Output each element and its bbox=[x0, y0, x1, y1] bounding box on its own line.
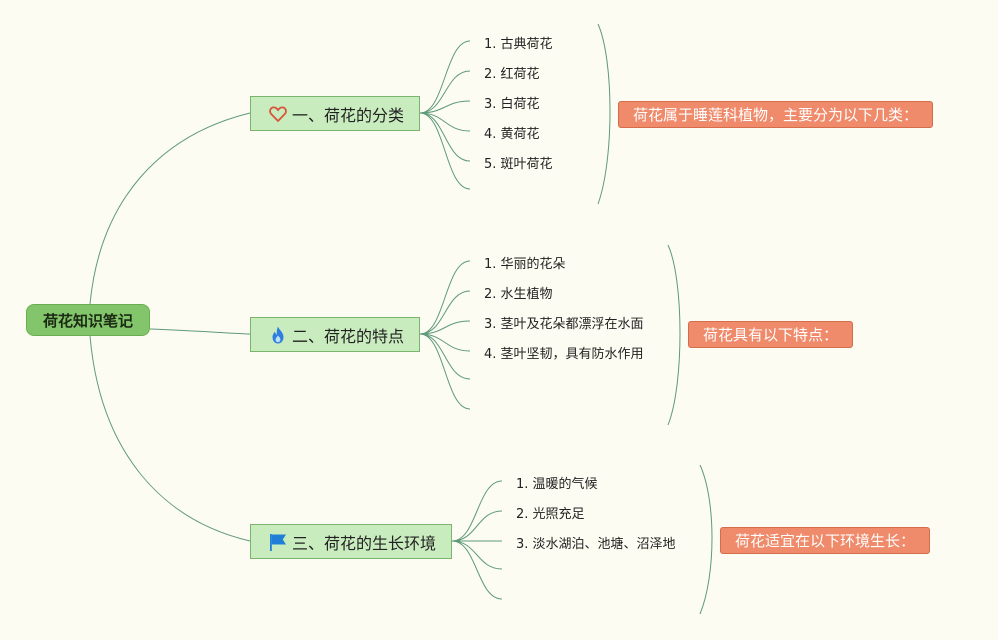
heart-icon bbox=[268, 104, 288, 124]
bracket-topic2 bbox=[667, 244, 681, 426]
topic-features[interactable]: 二、荷花的特点 bbox=[250, 317, 420, 352]
connector-t3-leaf5 bbox=[451, 540, 503, 600]
connector-t3-leaf2 bbox=[451, 510, 503, 542]
topic-environment[interactable]: 三、荷花的生长环境 bbox=[250, 524, 452, 559]
topic-label: 三、荷花的生长环境 bbox=[292, 533, 437, 553]
connector-t2-leaf3 bbox=[419, 320, 471, 335]
leaf-item[interactable]: 4. 茎叶坚韧，具有防水作用 bbox=[484, 347, 644, 362]
connector-t2-leaf6 bbox=[419, 333, 471, 410]
root-node[interactable]: 荷花知识笔记 bbox=[26, 304, 150, 336]
leaf-item[interactable]: 1. 温暖的气候 bbox=[516, 477, 598, 492]
connector-t3-leaf1 bbox=[451, 480, 503, 542]
root-label: 荷花知识笔记 bbox=[42, 311, 133, 330]
topic-classification[interactable]: 一、荷花的分类 bbox=[250, 96, 420, 131]
summary-note[interactable]: 荷花属于睡莲科植物，主要分为以下几类： bbox=[618, 101, 934, 128]
connector-t2-leaf2 bbox=[419, 290, 471, 335]
connector-t2-leaf5 bbox=[419, 333, 471, 380]
connector-root-topic2 bbox=[149, 328, 251, 335]
connector-t1-leaf3 bbox=[419, 100, 471, 114]
connector-root-topic1 bbox=[89, 112, 251, 305]
leaf-item[interactable]: 1. 华丽的花朵 bbox=[484, 257, 566, 272]
topic-label: 二、荷花的特点 bbox=[292, 326, 405, 346]
note-text: 荷花适宜在以下环境生长： bbox=[735, 532, 916, 550]
leaf-item[interactable]: 3. 白荷花 bbox=[484, 97, 540, 112]
connector-t1-leaf5 bbox=[419, 112, 471, 162]
connector-t1-leaf4 bbox=[419, 112, 471, 132]
bracket-topic3 bbox=[699, 464, 713, 615]
bracket-topic1 bbox=[597, 23, 611, 205]
connector-t2-leaf1 bbox=[419, 260, 471, 335]
leaf-item[interactable]: 2. 光照充足 bbox=[516, 507, 585, 522]
connector-root-topic3 bbox=[89, 335, 251, 542]
leaf-item[interactable]: 4. 黄荷花 bbox=[484, 127, 540, 142]
summary-note[interactable]: 荷花适宜在以下环境生长： bbox=[720, 527, 931, 554]
connector-t3-leaf4 bbox=[451, 540, 503, 570]
leaf-item[interactable]: 1. 古典荷花 bbox=[484, 37, 553, 52]
leaf-item[interactable]: 3. 茎叶及花朵都漂浮在水面 bbox=[484, 317, 644, 332]
connector-t1-leaf2 bbox=[419, 70, 471, 114]
leaf-item[interactable]: 3. 淡水湖泊、池塘、沼泽地 bbox=[516, 537, 676, 552]
leaf-item[interactable]: 5. 斑叶荷花 bbox=[484, 157, 553, 172]
topic-label: 一、荷花的分类 bbox=[292, 105, 405, 125]
leaf-item[interactable]: 2. 水生植物 bbox=[484, 287, 553, 302]
connector-t1-leaf1 bbox=[419, 40, 471, 114]
connector-t2-leaf4 bbox=[419, 333, 471, 352]
note-text: 荷花属于睡莲科植物，主要分为以下几类： bbox=[633, 106, 919, 124]
leaf-item[interactable]: 2. 红荷花 bbox=[484, 67, 540, 82]
fire-icon bbox=[268, 325, 288, 345]
note-text: 荷花具有以下特点： bbox=[703, 326, 839, 344]
summary-note[interactable]: 荷花具有以下特点： bbox=[688, 321, 854, 348]
connector-t1-leaf6 bbox=[419, 112, 471, 190]
flag-icon bbox=[268, 532, 288, 552]
